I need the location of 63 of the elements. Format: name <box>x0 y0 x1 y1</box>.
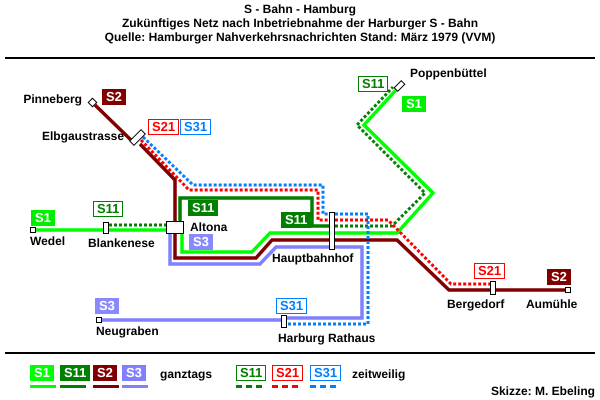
title: S - Bahn - Hamburg <box>242 2 357 16</box>
station-marker <box>565 287 571 293</box>
subtitle: Quelle: Hamburger Nahverkehrsnachrichten Stand: März 1979 (VVM) <box>104 30 496 44</box>
line-badge: S11 <box>358 76 388 92</box>
line-badge: S1 <box>31 210 55 226</box>
rail-line <box>335 238 490 292</box>
rail-line <box>94 104 134 142</box>
station-marker <box>281 315 287 328</box>
station-marker <box>394 80 406 92</box>
rail-line <box>168 234 329 266</box>
line-badge: S21 <box>148 119 180 135</box>
station-name: Elbgaustrasse <box>42 129 124 143</box>
line-badge: S2 <box>102 89 126 105</box>
station-name: Blankenese <box>88 236 155 250</box>
line-badge: S3 <box>95 298 119 314</box>
station-marker <box>329 212 335 250</box>
station-name: Altona <box>190 220 228 234</box>
station-name: Pinneberg <box>23 92 82 106</box>
station-marker <box>96 317 102 323</box>
line-badge: S31 <box>276 298 308 314</box>
station-name: Bergedorf <box>447 297 504 311</box>
station-marker <box>88 98 98 108</box>
line-badge: S21 <box>474 263 506 279</box>
line-badge: S11 <box>281 212 312 228</box>
station-marker <box>103 222 109 234</box>
line-badge: S31 <box>180 119 212 135</box>
legend-heading: ganztags <box>160 367 212 381</box>
rail-line <box>109 228 166 232</box>
rail-line <box>178 196 329 228</box>
rail-line <box>173 234 329 260</box>
station-name: Neugraben <box>96 324 159 338</box>
legend-badge: S31 <box>310 365 342 381</box>
rail-line <box>102 318 281 322</box>
station-name: Aumühle <box>526 297 578 311</box>
legend-badge: S3 <box>122 365 146 381</box>
rail-line <box>287 245 364 320</box>
station-marker <box>166 221 184 234</box>
line-badge: S3 <box>189 234 213 250</box>
legend-badge: S1 <box>30 365 54 381</box>
station-name: Poppenbüttel <box>410 66 487 80</box>
subtitle: Zukünftiges Netz nach Inbetriebnahme der Harburger S - Bahn <box>120 16 480 30</box>
rail-line <box>36 228 103 232</box>
station-name: Wedel <box>30 234 66 248</box>
rail-line <box>287 212 370 326</box>
legend-heading: zeitweilig <box>352 367 406 381</box>
credit-note: Skizze: M. Ebeling <box>490 384 595 398</box>
legend-badge: S2 <box>93 365 117 381</box>
line-badge: S2 <box>547 269 571 285</box>
rail-line <box>180 231 329 254</box>
line-badge: S11 <box>93 201 124 217</box>
station-marker <box>490 281 496 295</box>
legend-badge: S11 <box>60 365 90 381</box>
station-name: Harburg Rathaus <box>278 331 376 345</box>
rail-line <box>138 142 177 221</box>
station-name: Hauptbahnhof <box>272 251 354 265</box>
legend-badge: S21 <box>272 365 304 381</box>
line-badge: S11 <box>188 200 218 216</box>
rail-line <box>335 218 490 286</box>
station-marker <box>30 227 36 233</box>
rail-line <box>109 224 166 226</box>
rail-line <box>496 288 565 292</box>
legend-badge: S11 <box>236 365 266 381</box>
line-badge: S1 <box>402 96 426 112</box>
